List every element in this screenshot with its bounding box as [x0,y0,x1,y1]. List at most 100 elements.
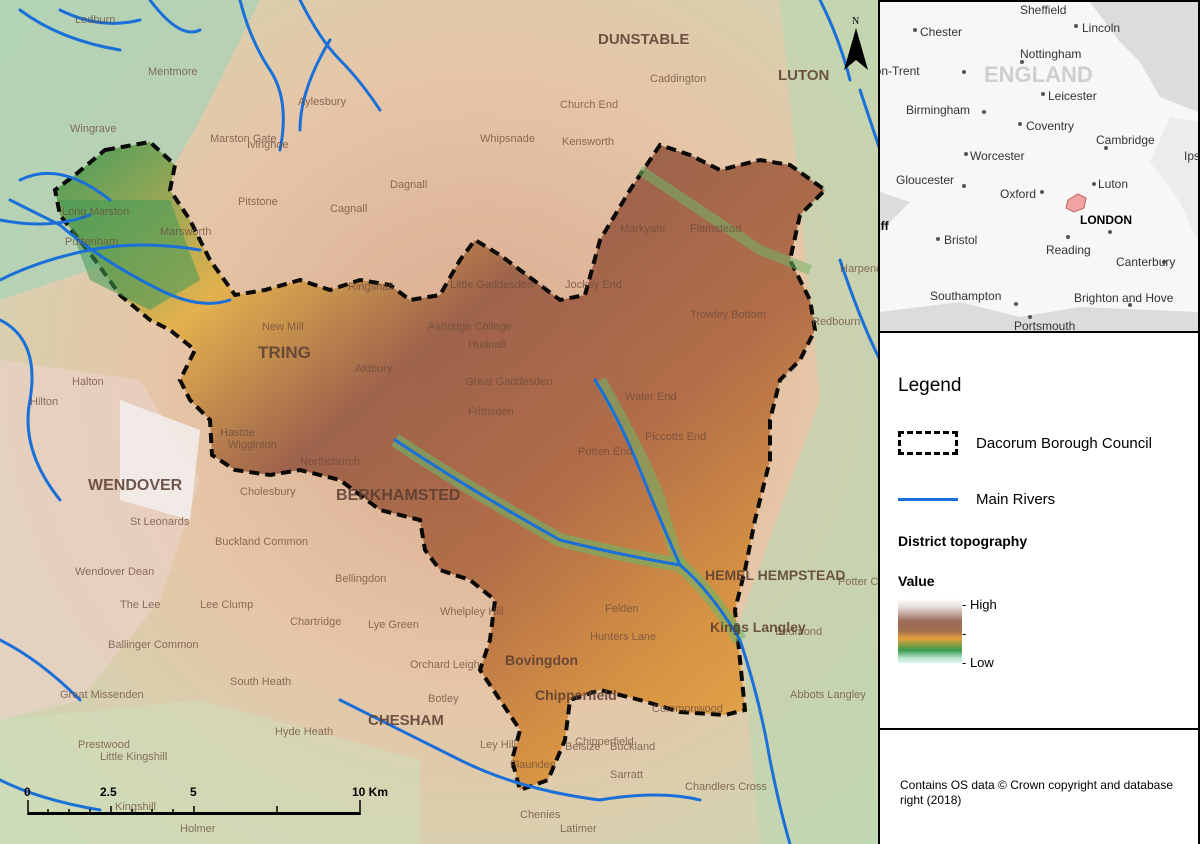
river-marston [8,198,232,305]
place-label: Cholesbury [240,486,296,498]
legend-boundary-label: Dacorum Borough Council [976,434,1152,452]
inset-label: Reading [1046,243,1091,257]
place-label: Markyate [620,223,665,235]
river-line-swatch [898,498,958,501]
inset-sea-west [880,192,910,232]
town-label: TRING [258,343,311,362]
place-label: Redbourn [812,316,860,328]
town-label: Bovingdon [505,652,578,668]
town-label: DUNSTABLE [598,31,689,48]
place-label: Northchurch [300,456,360,468]
north-label: N [852,16,859,27]
place-labels: Ledburn Mentmore Wingrave Long Marston M… [30,14,880,835]
place-label: Ledburn [75,14,115,26]
place-label: Ivinghoe [247,139,289,151]
inset-label: Brighton and Hove [1074,291,1174,305]
river-north [238,0,382,152]
place-label: Dagnall [390,179,427,191]
inset-label-london: LONDON [1080,213,1132,227]
town-label: LUTON [778,67,829,84]
inset-label: Lincoln [1082,21,1120,35]
inset-label: Gloucester [896,173,954,187]
inset-country-label: ENGLAND [984,62,1093,87]
legend-item-rivers: Main Rivers [898,491,1055,508]
place-label: Hastoe [220,427,255,439]
town-labels: DUNSTABLE LUTON TRING BERKHAMSTED WENDOV… [88,31,846,729]
place-label: Abbots Langley [790,689,866,701]
place-label: Botley [428,693,459,705]
locator-inset-map[interactable]: Sheffield Chester Lincoln Nottingham Sto… [878,0,1200,333]
legend-title: Legend [898,375,962,396]
river-east [818,0,878,360]
attribution-text: Contains OS data © Crown copyright and d… [900,778,1173,807]
town-label: Kings Langley [710,619,806,635]
place-label: Kensworth [562,136,614,148]
place-label: Aldbury [355,363,393,375]
place-label: Lee Clump [200,599,253,611]
place-label: Bedmond [775,626,822,638]
inset-label: Cambridge [1096,133,1155,147]
place-label: Caddington [650,73,706,85]
scale-label-0: 0 [24,785,31,799]
place-label: Hilton [30,396,58,408]
place-label: Belsize [565,741,600,753]
river-chess [338,698,702,802]
place-label: Buckland [610,741,655,753]
place-label: Hyde Heath [275,726,333,738]
scale-label-10km: 10 Km [352,785,388,799]
place-label: Piccotts End [645,431,706,443]
place-label: Orchard Leigh [410,659,480,671]
lowland-east [740,0,878,844]
north-arrow-icon [844,28,868,70]
place-label: Felden [605,603,639,615]
inset-label: Canterbury [1116,255,1175,269]
ramp-mid-tick: - [962,626,967,641]
dacorum-location-marker [1065,193,1087,213]
place-label: Chartridge [290,616,341,628]
place-label: Commonwood [652,703,723,715]
place-label: The Lee [120,599,160,611]
legend-river-label: Main Rivers [976,491,1056,508]
inset-label: Ipswich [1184,149,1198,163]
place-label: Latimer [560,823,597,835]
place-label: Little Gaddesden [450,279,533,291]
town-label: WENDOVER [88,477,183,494]
inset-label: Chester [920,25,962,39]
place-label: Lye Green [368,619,419,631]
scale-label-2-5: 2.5 [100,785,117,799]
place-label: Wigginton [228,439,277,451]
north-arrow: N [844,16,868,70]
place-label: Marston Gate [210,133,277,145]
place-label: Little Kingshill [100,751,167,763]
place-label: Ballinger Common [108,639,198,651]
ver-valley [637,165,812,275]
place-label: Whipsnade [480,133,535,145]
inset-label: Portsmouth [1014,319,1075,331]
place-label: Chenies [520,809,561,821]
legend-value-title: Value [898,573,935,589]
place-label: New Mill [262,321,304,333]
river-bulbourne-gade [393,438,792,844]
place-label: Buckland Common [215,536,308,548]
place-label: Long Marston [62,206,129,218]
place-label: Aylesbury [298,96,347,108]
inset-label: Coventry [1026,119,1074,133]
scale-bar: 0 2.5 5 10 Km [24,785,388,815]
place-label: Puttenham [65,236,118,248]
place-label: Jockey End [565,279,622,291]
main-map[interactable]: Ledburn Mentmore Wingrave Long Marston M… [0,0,880,844]
place-label: Harpenden [840,263,880,275]
lowland-south [0,700,420,844]
high-ground-wendover [120,400,200,520]
place-label: Church End [560,99,618,111]
town-label: Chipperfield [535,687,617,703]
place-label: Pitstone [238,196,278,208]
inset-label: Bristol [944,233,977,247]
inset-label: Cardiff [880,219,890,233]
place-label: Marsworth [160,226,211,238]
inset-label: Stoke-on-Trent [880,64,920,78]
scale-label-5: 5 [190,785,197,799]
town-label: CHESHAM [368,712,444,729]
ramp-high-label: High [969,597,997,612]
town-label: BERKHAMSTED [336,487,460,504]
